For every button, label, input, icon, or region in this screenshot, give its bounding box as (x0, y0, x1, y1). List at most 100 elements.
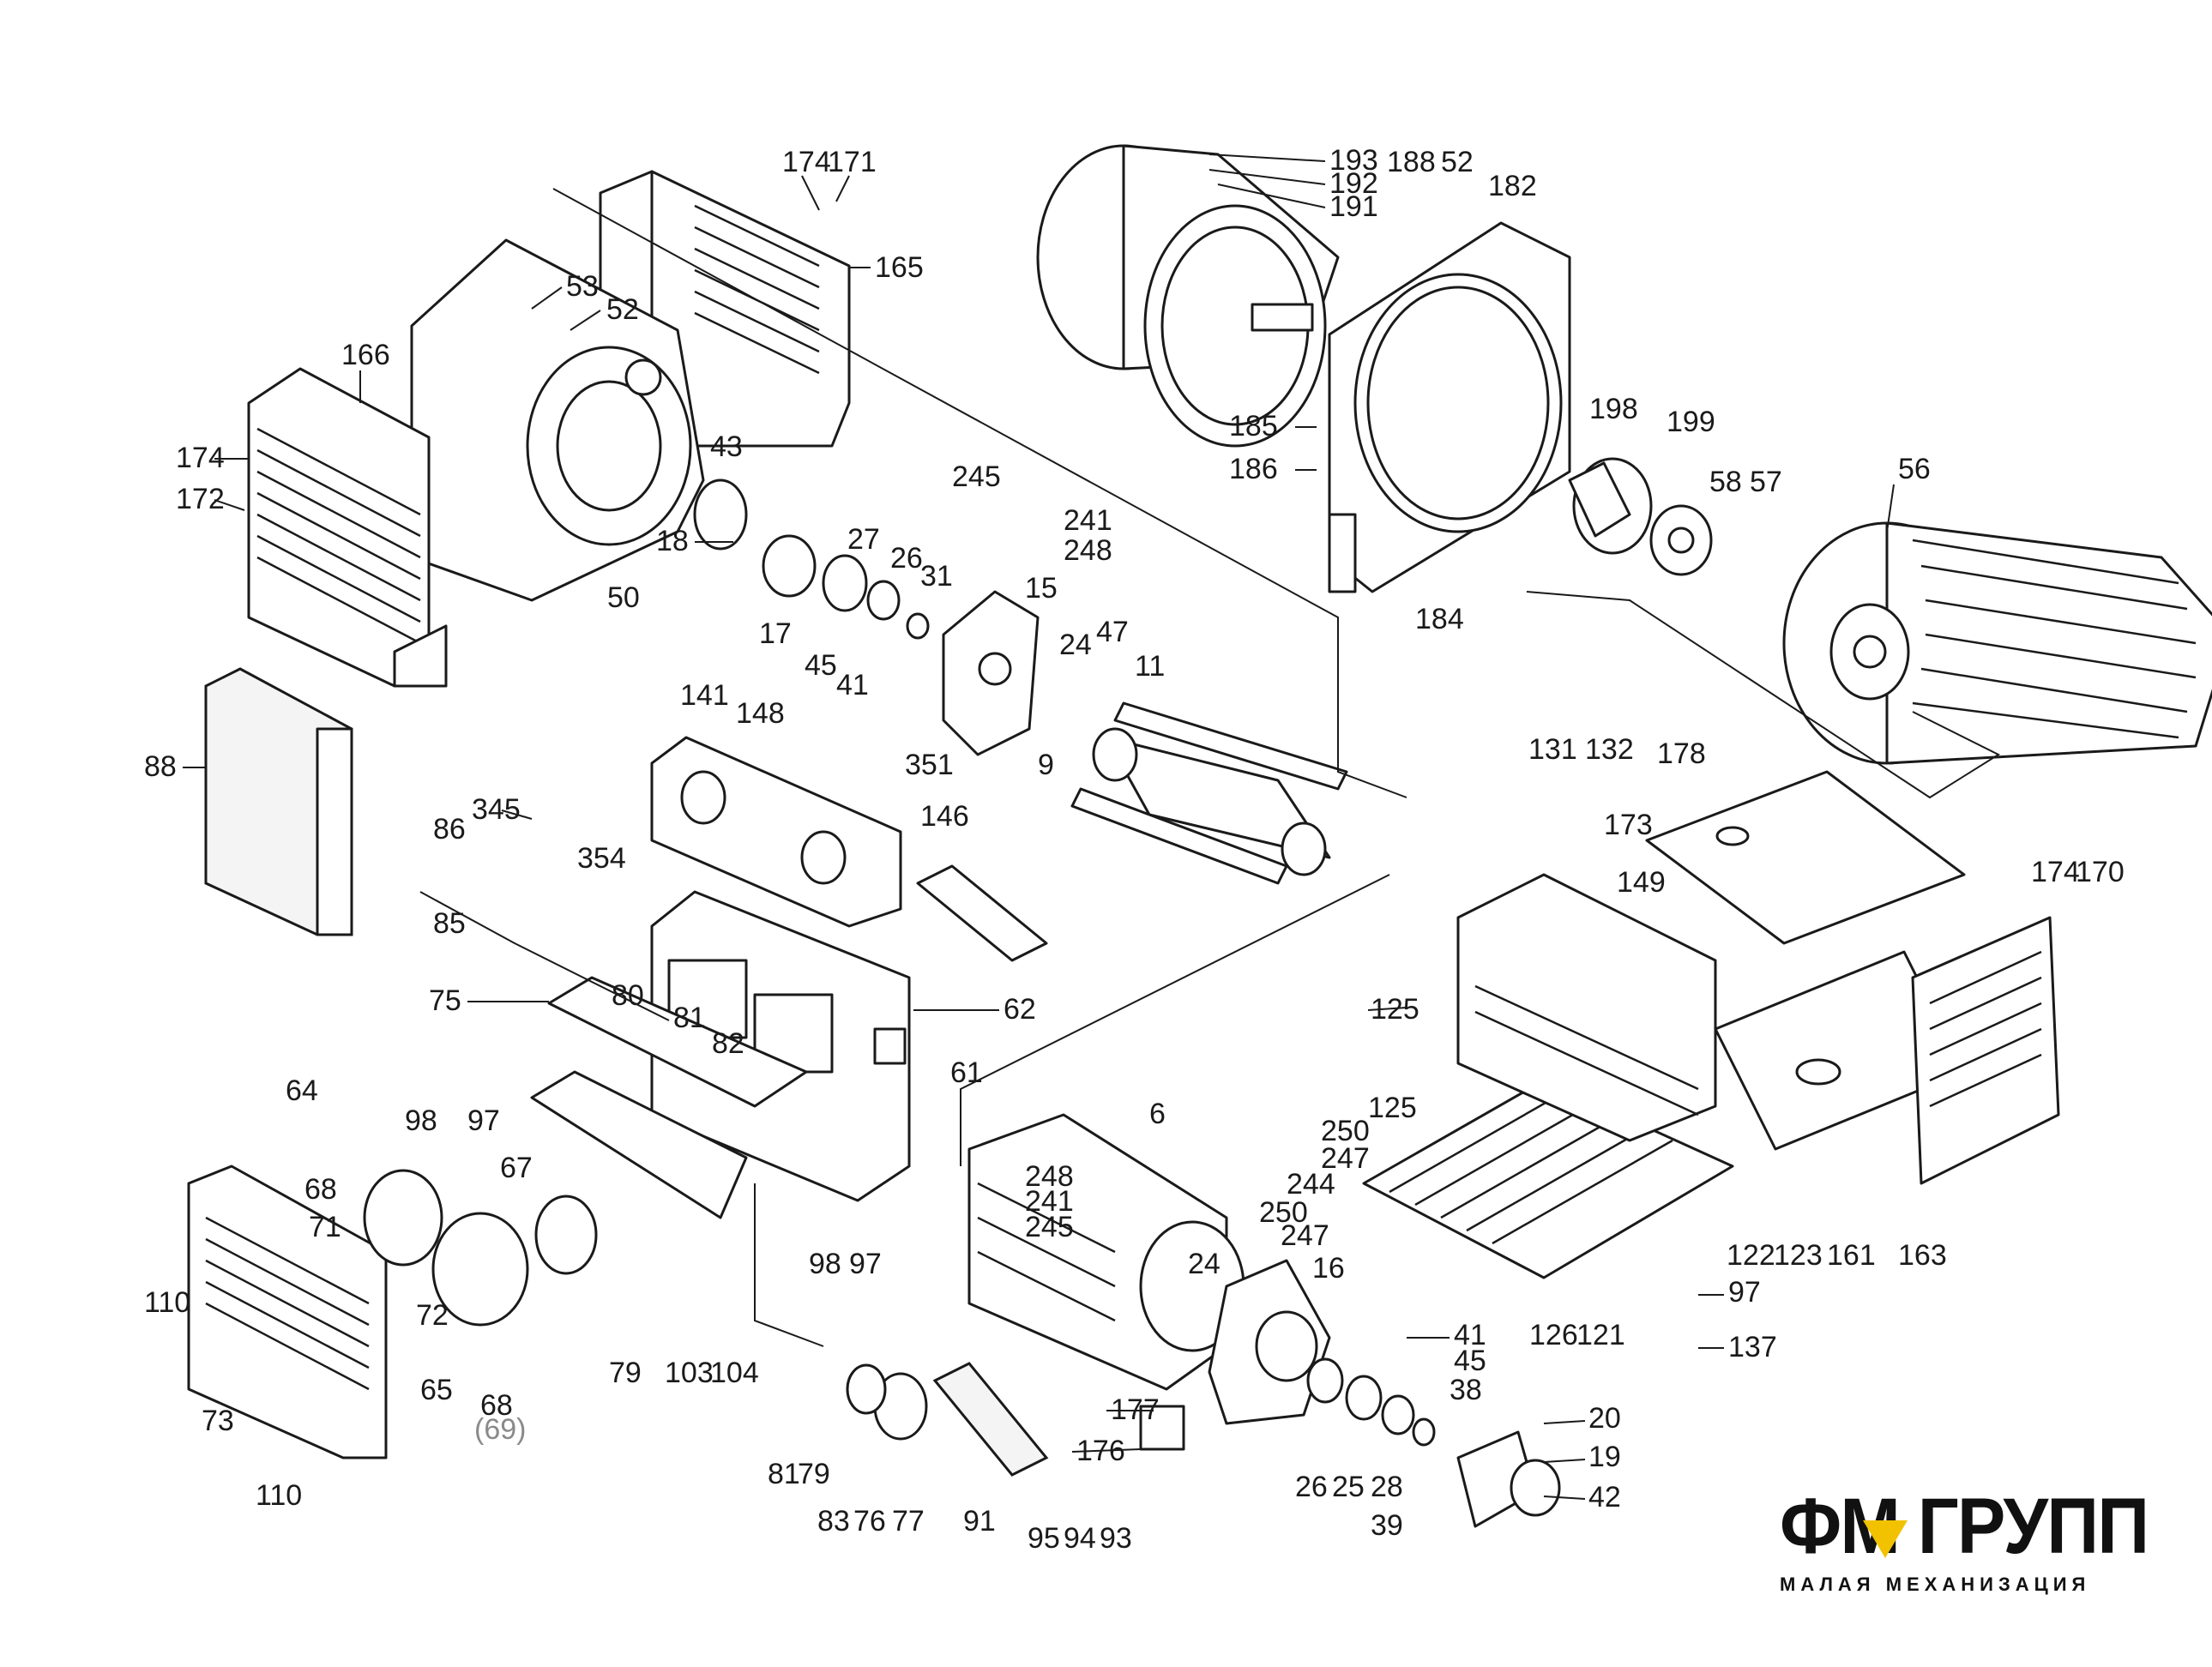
callout: 163 (1898, 1239, 1947, 1272)
svg-text:132: 132 (1585, 733, 1634, 766)
callout: 15 (1025, 572, 1058, 605)
svg-text:93: 93 (1100, 1522, 1132, 1555)
callout: 61 (950, 1056, 983, 1089)
svg-text:17: 17 (759, 617, 792, 650)
callout: 95 (1028, 1522, 1060, 1555)
callout: 93 (1100, 1522, 1132, 1555)
svg-text:88: 88 (144, 750, 177, 783)
svg-text:188: 188 (1387, 146, 1436, 178)
callout: 149 (1617, 866, 1666, 899)
svg-text:354: 354 (577, 842, 626, 875)
callout: 73 (202, 1405, 234, 1437)
part-rotor (1070, 701, 1348, 885)
callout: 191 (1329, 190, 1378, 223)
callout: 248 (1025, 1160, 1074, 1193)
callout: 98 (809, 1248, 841, 1280)
svg-text:82: 82 (712, 1027, 744, 1060)
part-top-cover (1645, 770, 1966, 1151)
svg-text:52: 52 (1441, 146, 1474, 178)
callout: 17 (759, 617, 792, 650)
callout: 68 (480, 1389, 513, 1422)
callout: 245 (952, 460, 1001, 493)
callout: 26 (890, 542, 923, 575)
callout: 166 (341, 339, 390, 371)
callout: 82 (712, 1027, 744, 1060)
callout: 110 (144, 1286, 190, 1319)
part-filter-cartridge (204, 667, 353, 936)
svg-text:141: 141 (680, 679, 729, 712)
callout: 57 (1750, 466, 1782, 498)
svg-text:250: 250 (1259, 1196, 1308, 1229)
callout: 354 (577, 842, 626, 875)
svg-text:68: 68 (480, 1389, 513, 1422)
callout: 65 (420, 1374, 453, 1406)
svg-text:86: 86 (433, 813, 466, 846)
callout: 188 (1387, 146, 1436, 178)
callout: 38 (1450, 1374, 1482, 1406)
callout: 104 (710, 1357, 759, 1389)
callout: 245 (1025, 1211, 1074, 1243)
svg-text:73: 73 (202, 1405, 234, 1437)
svg-text:121: 121 (1576, 1319, 1625, 1351)
svg-text:131: 131 (1528, 733, 1577, 766)
svg-text:182: 182 (1488, 170, 1537, 202)
svg-text:18: 18 (656, 525, 689, 557)
svg-text:41: 41 (836, 669, 869, 701)
svg-text:64: 64 (286, 1074, 318, 1107)
callout: 75 (429, 984, 461, 1017)
svg-text:184: 184 (1415, 603, 1464, 635)
part-end-grille (1911, 916, 2060, 1185)
svg-text:71: 71 (309, 1211, 341, 1243)
callout: 26 (1295, 1471, 1328, 1503)
callout: 79 (609, 1357, 642, 1389)
callout: 52 (606, 293, 639, 326)
svg-text:91: 91 (963, 1505, 996, 1538)
svg-text:85: 85 (433, 907, 466, 940)
part-cooler-cover (1456, 873, 1717, 1142)
logo-wordmark: ФМ ГРУПП (1780, 1483, 2149, 1570)
logo-triangle-icon (1863, 1520, 1908, 1558)
callout: 24 (1188, 1248, 1221, 1280)
svg-text:79: 79 (798, 1458, 830, 1490)
callout: 42 (1588, 1481, 1621, 1514)
part-seal-stack (1306, 1357, 1561, 1528)
callout: 250 (1321, 1115, 1370, 1147)
callout: 193 (1329, 144, 1378, 177)
svg-text:52: 52 (606, 293, 639, 326)
svg-text:15: 15 (1025, 572, 1058, 605)
callout: 345 (472, 793, 521, 826)
svg-text:77: 77 (892, 1505, 925, 1538)
svg-text:97: 97 (849, 1248, 882, 1280)
callout: 83 (817, 1505, 850, 1538)
svg-text:248: 248 (1064, 534, 1112, 567)
part-gaskets (530, 864, 1048, 1219)
line-art (187, 144, 2212, 1528)
svg-text:244: 244 (1287, 1168, 1335, 1201)
callout: 56 (1898, 453, 1931, 485)
callout: 250 (1259, 1196, 1308, 1229)
callout: 76 (853, 1505, 886, 1538)
callout: 172 (176, 483, 225, 515)
callout: 86 (433, 813, 466, 846)
svg-text:245: 245 (1025, 1211, 1074, 1243)
callout: 146 (920, 800, 969, 833)
callout: 77 (892, 1505, 925, 1538)
callout: 88 (144, 750, 177, 783)
callout: 185 (1229, 410, 1278, 442)
callout: 123 (1774, 1239, 1823, 1272)
callout: 45 (805, 649, 837, 682)
callout: 174 (782, 146, 831, 178)
svg-text:97: 97 (467, 1104, 500, 1137)
callout: 186 (1229, 453, 1278, 485)
svg-text:125: 125 (1368, 1092, 1417, 1124)
callout: 182 (1488, 170, 1537, 202)
callout: 247 (1321, 1142, 1370, 1175)
svg-text:42: 42 (1588, 1481, 1621, 1514)
svg-text:20: 20 (1588, 1402, 1621, 1435)
svg-text:351: 351 (905, 749, 954, 781)
svg-text:149: 149 (1617, 866, 1666, 899)
svg-text:174: 174 (2031, 856, 2080, 888)
svg-text:24: 24 (1188, 1248, 1221, 1280)
svg-text:38: 38 (1450, 1374, 1482, 1406)
part-bearing-flange (1208, 1259, 1331, 1425)
